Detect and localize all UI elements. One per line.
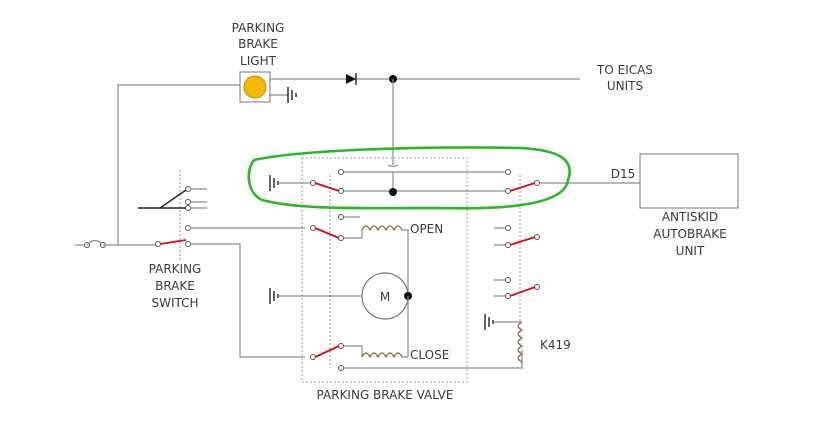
- close-coil-icon: [361, 352, 403, 359]
- motor: M: [269, 272, 412, 357]
- highlight-outline: [247, 146, 571, 210]
- open-coil-icon: [361, 225, 403, 232]
- parking-brake-light-label-3: LIGHT: [240, 54, 277, 68]
- parking-brake-switch-label-1: PARKING: [149, 262, 202, 276]
- parking-brake-light-label-1: PARKING: [232, 21, 285, 35]
- parking-brake-light: PARKING BRAKE LIGHT: [232, 21, 297, 103]
- antiskid-label-2: AUTOBRAKE: [653, 227, 727, 241]
- ground-icon: [269, 175, 279, 191]
- close-label: CLOSE: [410, 348, 449, 362]
- open-label: OPEN: [410, 222, 443, 236]
- to-eicas-label-1: TO EICAS: [596, 63, 653, 77]
- k419-label: K419: [540, 338, 571, 352]
- parking-brake-valve-box: [301, 157, 468, 383]
- antiskid-label-1: ANTISKID: [662, 210, 718, 224]
- parking-brake-valve-label: PARKING BRAKE VALVE: [317, 388, 454, 402]
- lamp-bulb-icon: [243, 75, 267, 99]
- antiskid-label-3: UNIT: [676, 244, 705, 258]
- parking-brake-switch: PARKING BRAKE SWITCH: [138, 170, 305, 358]
- parking-brake-light-label-2: BRAKE: [238, 37, 278, 51]
- motor-ground-icon: [269, 288, 279, 304]
- open-relay: OPEN: [310, 214, 443, 296]
- parking-brake-switch-label-2: BRAKE: [155, 279, 195, 293]
- antiskid-unit-box: [639, 153, 739, 209]
- motor-label: M: [380, 290, 390, 304]
- to-eicas-label-2: UNITS: [607, 79, 643, 93]
- close-relay: CLOSE: [310, 343, 523, 371]
- lamp-ground-icon: [287, 87, 297, 103]
- valve-position-switch: [269, 169, 640, 196]
- diode-icon: [346, 74, 356, 84]
- d15-label: D15: [611, 167, 636, 181]
- parking-brake-switch-label-3: SWITCH: [151, 296, 198, 310]
- k419-ground-icon: [484, 314, 494, 330]
- k419-coil-icon: [517, 321, 524, 363]
- k419-relay: K419: [484, 225, 571, 363]
